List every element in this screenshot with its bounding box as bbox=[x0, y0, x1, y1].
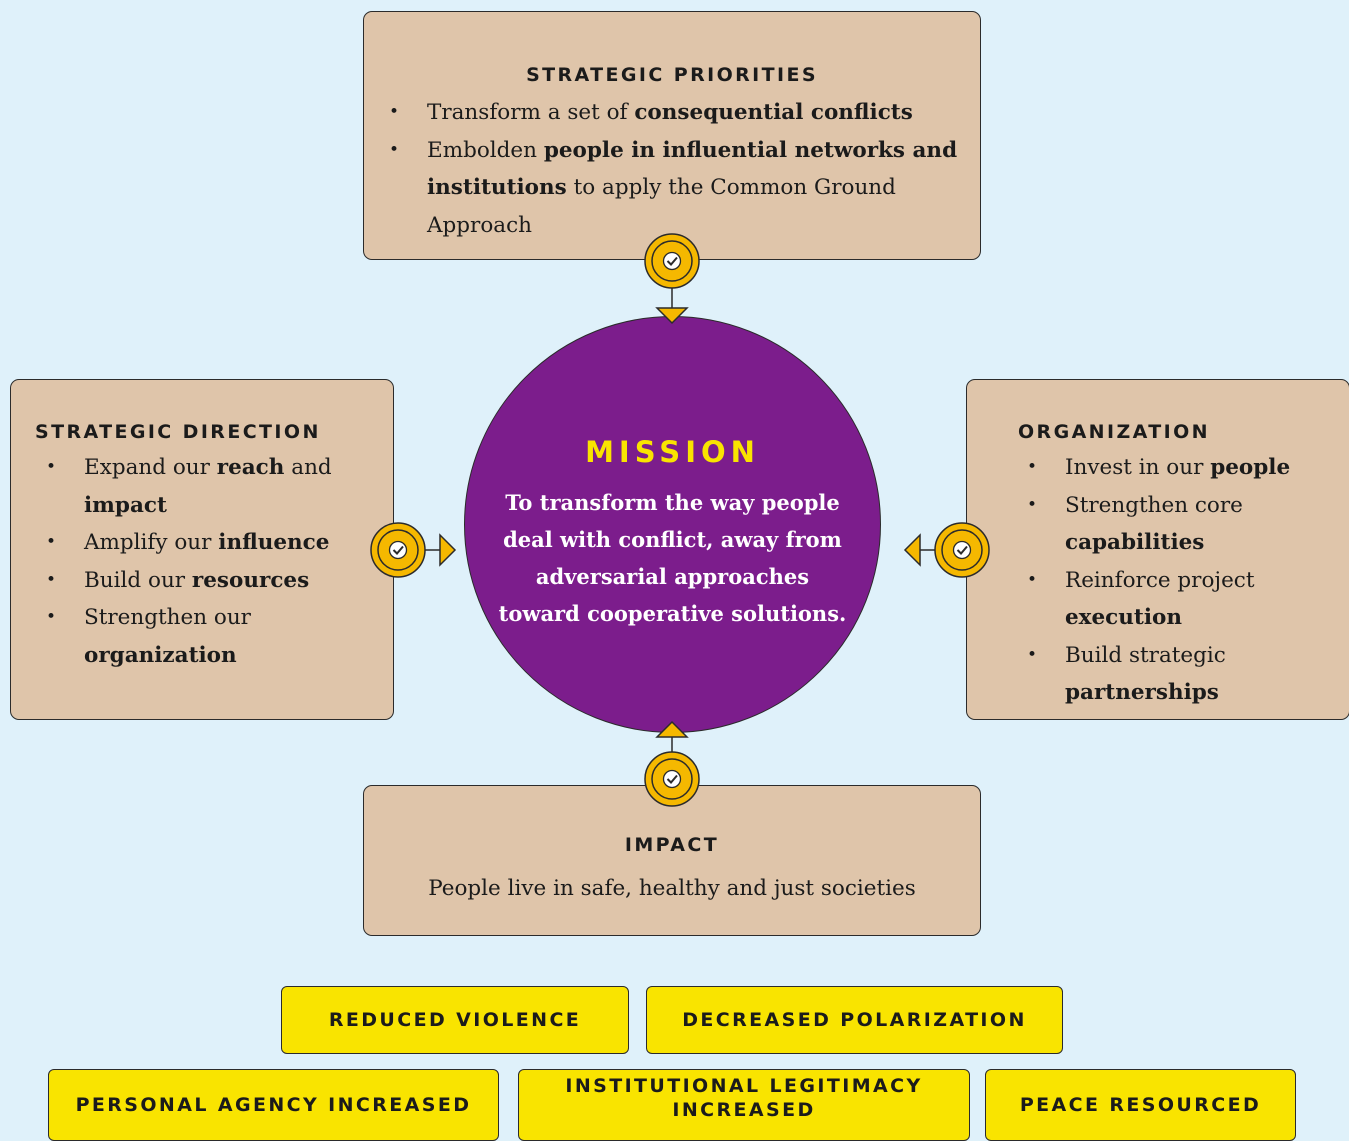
list-item: Embolden people in influential networks … bbox=[380, 132, 964, 245]
list-item: Build our resources bbox=[37, 562, 389, 600]
check-badge-icon bbox=[370, 522, 426, 578]
mission-circle: MISSION To transform the way people deal… bbox=[464, 316, 881, 733]
mission-text: To transform the way people deal with co… bbox=[498, 490, 847, 626]
list-item: Strengthen core capabilities bbox=[1018, 487, 1345, 562]
outcome-institutional-legitimacy-increased: INSTITUTIONAL LEGITIMACY INCREASED bbox=[518, 1069, 970, 1141]
impact-heading: IMPACT bbox=[624, 834, 720, 856]
organization-list: Invest in our people Strengthen core cap… bbox=[1018, 449, 1345, 712]
impact-text: People live in safe, healthy and just so… bbox=[428, 876, 916, 901]
list-item: Reinforce project execution bbox=[1018, 562, 1345, 637]
strategic-priorities-heading: STRATEGIC PRIORITIES bbox=[526, 64, 818, 86]
list-item: Build strategic partnerships bbox=[1018, 637, 1345, 712]
list-item: Invest in our people bbox=[1018, 449, 1345, 487]
check-badge-icon bbox=[644, 751, 700, 807]
arrow-left-icon bbox=[903, 533, 921, 567]
strategic-direction-box: STRATEGIC DIRECTION Expand our reach and… bbox=[10, 379, 394, 720]
list-item: Amplify our influence bbox=[37, 524, 389, 562]
outcome-decreased-polarization: DECREASED POLARIZATION bbox=[646, 986, 1063, 1054]
list-item: Expand our reach and impact bbox=[37, 449, 389, 524]
bottom-connector bbox=[644, 720, 700, 807]
arrow-right-icon bbox=[439, 533, 457, 567]
strategic-direction-heading: STRATEGIC DIRECTION bbox=[35, 421, 321, 443]
mission-title: MISSION bbox=[585, 435, 760, 469]
strategic-priorities-list: Transform a set of consequential conflic… bbox=[380, 94, 964, 244]
list-item: Strengthen our organization bbox=[37, 599, 389, 674]
strategic-priorities-box: STRATEGIC PRIORITIES Transform a set of … bbox=[363, 11, 981, 260]
top-connector bbox=[644, 233, 700, 325]
check-badge-icon bbox=[934, 522, 990, 578]
arrow-down-icon bbox=[655, 307, 689, 325]
check-badge-icon bbox=[644, 233, 700, 289]
organization-box: ORGANIZATION Invest in our people Streng… bbox=[966, 379, 1349, 720]
organization-heading: ORGANIZATION bbox=[1018, 421, 1210, 443]
list-item: Transform a set of consequential conflic… bbox=[380, 94, 964, 132]
arrow-up-icon bbox=[655, 720, 689, 738]
impact-box: IMPACT People live in safe, healthy and … bbox=[363, 785, 981, 936]
right-connector bbox=[903, 522, 990, 578]
left-connector bbox=[370, 522, 457, 578]
strategic-direction-list: Expand our reach and impact Amplify our … bbox=[37, 449, 389, 674]
outcome-personal-agency-increased: PERSONAL AGENCY INCREASED bbox=[48, 1069, 499, 1141]
outcome-peace-resourced: PEACE RESOURCED bbox=[985, 1069, 1296, 1141]
outcome-reduced-violence: REDUCED VIOLENCE bbox=[281, 986, 629, 1054]
